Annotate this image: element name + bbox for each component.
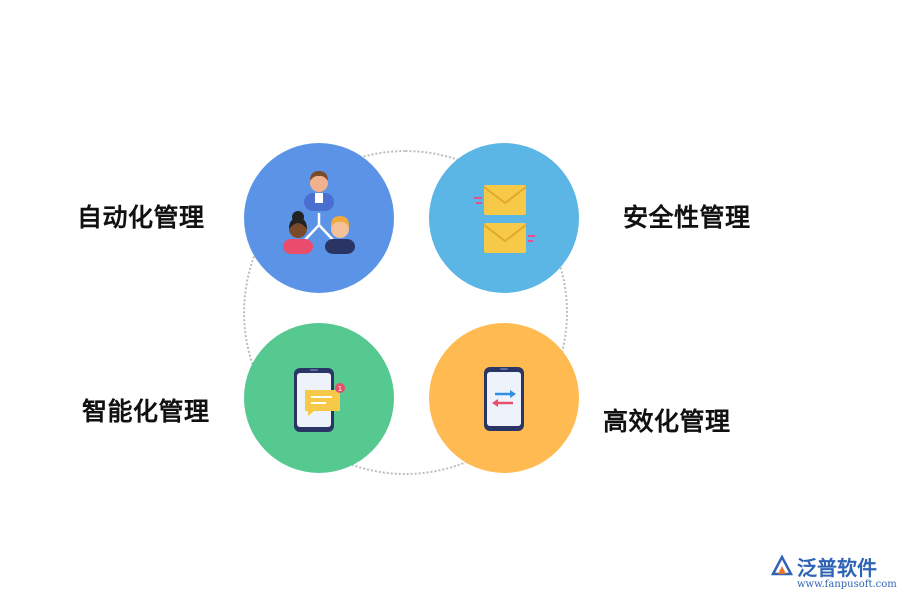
dotted-connector-ring	[243, 150, 568, 475]
security-label: 安全性管理	[623, 203, 751, 232]
automation-label: 自动化管理	[77, 203, 205, 232]
intelligence-bubble: 1	[244, 323, 394, 473]
efficiency-label: 高效化管理	[603, 407, 731, 436]
brand-watermark: 泛普软件 www.fanpusoft.com	[770, 552, 897, 597]
brand-logo-icon	[770, 554, 794, 576]
phone-notification-icon: 1	[244, 323, 394, 473]
automation-bubble	[244, 143, 394, 293]
security-bubble	[429, 143, 579, 293]
svg-text:1: 1	[338, 385, 342, 393]
envelopes-icon	[429, 143, 579, 293]
brand-name: 泛普软件	[797, 556, 877, 580]
efficiency-bubble	[429, 323, 579, 473]
team-hierarchy-icon	[244, 143, 394, 293]
intelligence-label: 智能化管理	[82, 397, 210, 426]
brand-url: www.fanpusoft.com	[797, 579, 897, 590]
phone-transfer-icon	[429, 323, 579, 473]
